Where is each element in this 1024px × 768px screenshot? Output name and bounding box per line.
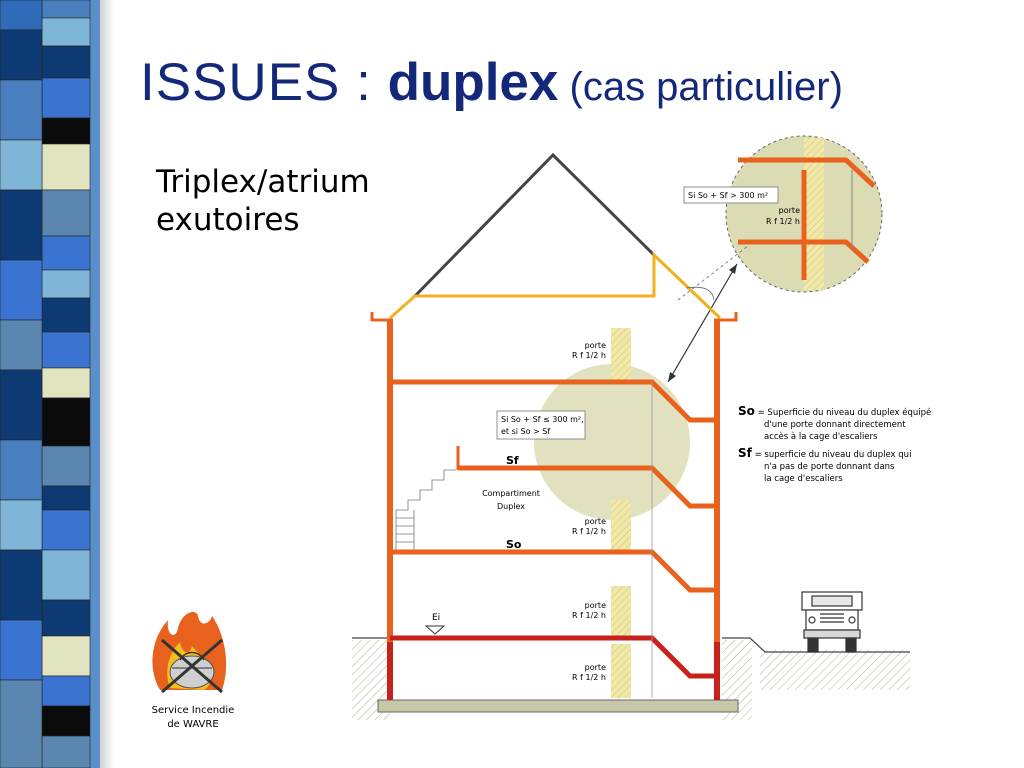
floors: [390, 379, 717, 698]
interior-staircase: [395, 469, 456, 550]
legend-sf-line-2: n'a pas de porte donnant dans: [764, 462, 895, 472]
door-rating-1: R f 1/2 h: [572, 351, 606, 360]
title-part-issues: ISSUES :: [140, 53, 388, 112]
door-rating-4: R f 1/2 h: [572, 673, 606, 682]
door-rating-2: R f 1/2 h: [572, 527, 606, 536]
legend-sf-row: Sf = superficie du niveau du duplex qui: [738, 447, 931, 461]
legend: So = Superficie du niveau du duplex équi…: [738, 405, 931, 485]
logo-caption: Service Incendie de WAVRE: [140, 704, 246, 732]
door-label-4: porte: [585, 663, 606, 672]
decorative-stripe-bar: [0, 0, 100, 768]
subtitle-line-2: exutoires: [156, 202, 300, 238]
title-part-subtitle: (cas particulier): [558, 65, 843, 109]
condition-box-large: [683, 186, 779, 204]
ei-marker: [424, 625, 446, 635]
stripe-shadow: [100, 0, 114, 768]
legend-sf-line-3: la cage d'escaliers: [764, 474, 843, 484]
compartment-label-2: Duplex: [497, 502, 525, 511]
subtitle-line-1: Triplex/atrium: [156, 164, 370, 200]
condition-box-small: [496, 410, 586, 440]
legend-so-row: So = Superficie du niveau du duplex équi…: [738, 405, 931, 419]
legend-sf-line-1: = superficie du niveau du duplex qui: [754, 450, 912, 460]
fire-service-emblem-icon: [152, 612, 227, 694]
so-label: So: [506, 538, 522, 551]
legend-sf-symbol: Sf: [738, 446, 752, 460]
door-label-3: porte: [585, 601, 606, 610]
legend-so-symbol: So: [738, 404, 755, 418]
title-part-duplex: duplex: [387, 53, 559, 112]
condition-small-line-2: et si So > Sf: [501, 427, 550, 436]
zoom-door-rating: R f 1/2 h: [766, 217, 800, 226]
slide-subtitle: Triplex/atrium exutoires: [156, 163, 370, 239]
door-rating-3: R f 1/2 h: [572, 611, 606, 620]
door-label-1: porte: [585, 341, 606, 350]
roof: [389, 152, 722, 320]
legend-so-line-2: d'une porte donnant directement: [764, 420, 906, 430]
condition-large-text: Si So + Sf > 300 m²: [688, 191, 768, 200]
sf-label: Sf: [506, 454, 519, 467]
fire-truck-icon: [801, 591, 863, 653]
zoom-detail-content: [738, 138, 876, 290]
legend-so-line-3: accès à la cage d'escaliers: [764, 432, 878, 442]
triplex-zone-circle: [534, 364, 690, 520]
stair-doors: [611, 328, 631, 698]
ground: [352, 637, 910, 720]
walls: [370, 312, 738, 700]
condition-small-line-1: Si So + Sf ≤ 300 m²,: [501, 415, 584, 424]
ei-label: Ei: [432, 613, 440, 623]
zoom-door-label: porte: [779, 206, 800, 215]
logo-caption-line-2: de WAVRE: [167, 719, 219, 730]
zoom-arrow: [667, 263, 738, 383]
logo-caption-line-1: Service Incendie: [151, 705, 235, 716]
door-label-2: porte: [585, 517, 606, 526]
slide-title: ISSUES : duplex (cas particulier): [140, 52, 843, 113]
legend-so-line-1: = Superficie du niveau du duplex équipé: [757, 408, 932, 418]
compartment-label-1: Compartiment: [482, 489, 540, 498]
